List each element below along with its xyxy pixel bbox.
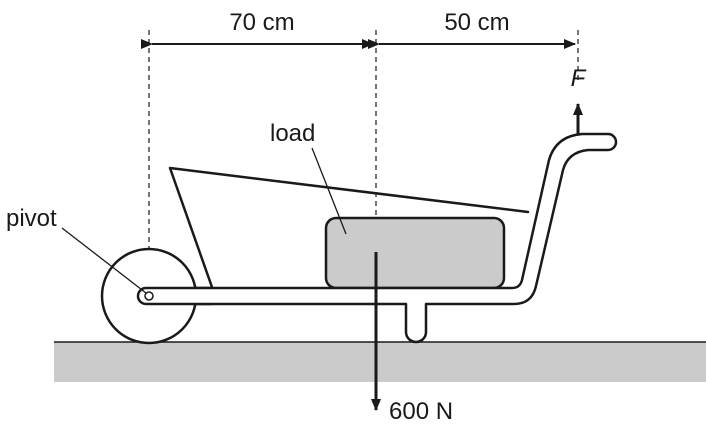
effort-force-label: F — [571, 65, 587, 92]
pivot-axle — [144, 291, 154, 301]
load-leader-line — [311, 147, 347, 235]
load-block — [324, 216, 506, 290]
pivot-leader-line — [61, 227, 147, 294]
dimension-label-right: 50 cm — [444, 9, 509, 36]
weight-force-label: 600 N — [389, 398, 453, 425]
frame-axle-end — [136, 286, 212, 306]
ground — [54, 342, 706, 382]
wheelbarrow-tray — [168, 166, 530, 292]
pivot-label: pivot — [6, 205, 57, 232]
dimension-label-left: 70 cm — [229, 9, 294, 36]
wheelbarrow-frame — [136, 132, 618, 344]
load-label: load — [270, 120, 315, 147]
